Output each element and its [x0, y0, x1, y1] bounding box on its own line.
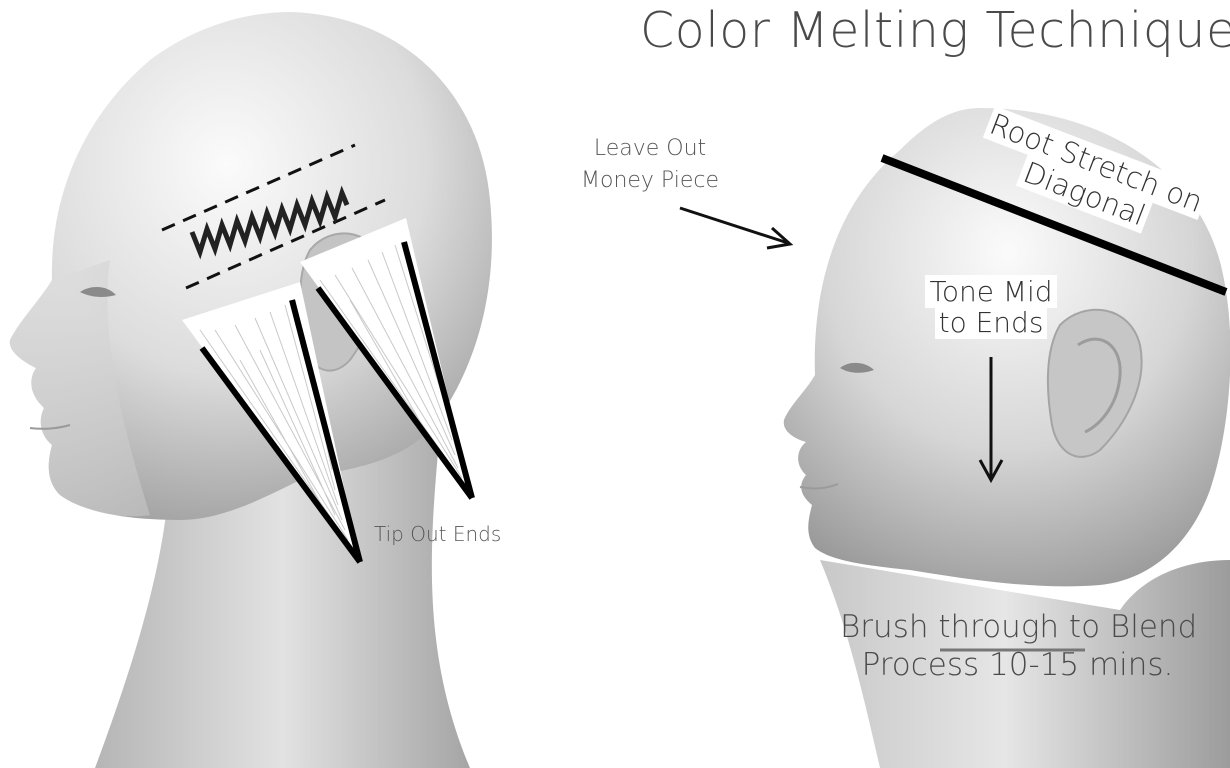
tip-out-ends-label: Tip Out Ends — [374, 522, 501, 546]
brush-line-2: Process 10-15 mins. — [840, 646, 1195, 684]
leave-out-money-piece-label: Leave Out Money Piece — [560, 133, 740, 197]
page-title: Color Melting Technique — [640, 2, 1230, 59]
brush-line-1: Brush through to Blend — [840, 608, 1195, 646]
left-head — [10, 12, 492, 768]
tone-mid-label: Tone Mid to Ends — [916, 276, 1066, 338]
brush-process-label: Brush through to Blend Process 10-15 min… — [840, 608, 1195, 684]
tone-mid-line-1: Tone Mid — [925, 275, 1056, 308]
tone-mid-line-2: to Ends — [935, 306, 1048, 339]
leave-out-line-2: Money Piece — [560, 165, 740, 197]
money-piece-arrow-shaft — [680, 208, 788, 243]
leave-out-line-1: Leave Out — [560, 133, 740, 165]
